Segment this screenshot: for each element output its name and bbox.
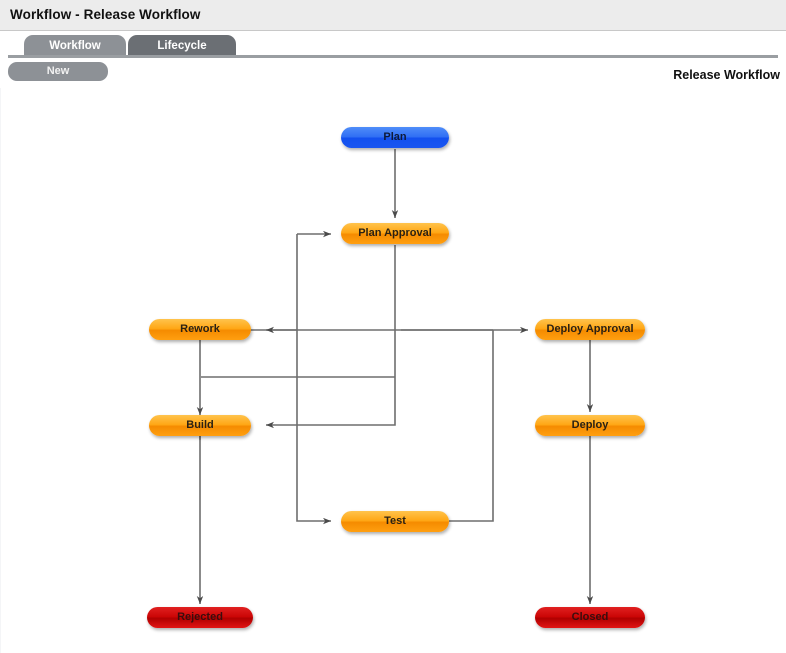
tab-lifecycle[interactable]: Lifecycle	[128, 35, 236, 58]
node-plan-approval[interactable]: Plan Approval	[341, 223, 449, 244]
workflow-connectors	[196, 149, 594, 604]
node-build[interactable]: Build	[149, 415, 251, 436]
tab-strip: Workflow Lifecycle	[0, 31, 786, 58]
node-rejected[interactable]: Rejected	[147, 607, 253, 628]
toolbar: New Release Workflow	[0, 58, 786, 88]
window-titlebar: Workflow - Release Workflow	[0, 0, 786, 31]
node-deploy-approval[interactable]: Deploy Approval	[535, 319, 645, 340]
diagram-caption: Release Workflow	[673, 68, 780, 82]
node-test[interactable]: Test	[341, 511, 449, 532]
node-rework[interactable]: Rework	[149, 319, 251, 340]
node-closed[interactable]: Closed	[535, 607, 645, 628]
node-plan[interactable]: Plan	[341, 127, 449, 148]
edge-loop-to-test	[296, 234, 331, 525]
node-deploy[interactable]: Deploy	[535, 415, 645, 436]
new-button[interactable]: New	[8, 62, 108, 81]
workflow-diagram-canvas[interactable]: Plan Plan Approval Rework Deploy Approva…	[0, 88, 786, 653]
tab-strip-divider	[8, 55, 778, 58]
window-title: Workflow - Release Workflow	[10, 7, 201, 22]
tab-workflow[interactable]: Workflow	[24, 35, 126, 58]
edge-test-to-deploy-approval	[449, 330, 494, 522]
edge-test-to-build	[266, 377, 396, 429]
